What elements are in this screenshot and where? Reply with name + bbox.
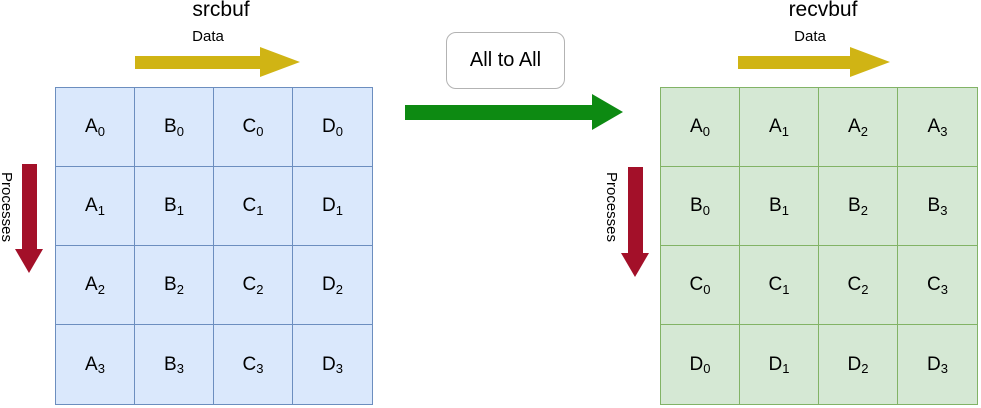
srcbuf-title: srcbuf — [192, 0, 250, 21]
srcbuf-data-arrow-icon — [135, 47, 300, 77]
arrow-head — [850, 47, 890, 77]
srcbuf-processes-label: Processes — [0, 172, 15, 243]
arrow-head — [260, 47, 300, 77]
all-to-all-box: All to All — [446, 32, 565, 89]
arrow-shaft — [738, 55, 850, 69]
arrow-head — [621, 253, 649, 277]
recvbuf-processes-arrow-icon — [621, 167, 649, 277]
recvbuf-data-arrow-icon — [738, 47, 890, 77]
arrow-shaft — [405, 104, 592, 120]
arrow-head — [15, 249, 43, 273]
all-to-all-arrow-icon — [405, 94, 623, 130]
recvbuf-processes-label: Processes — [603, 172, 620, 243]
arrow-shaft — [135, 55, 260, 69]
srcbuf-processes-arrow-icon — [15, 164, 43, 273]
arrow-shaft — [21, 164, 37, 249]
recvbuf-title: recvbuf — [788, 0, 858, 21]
srcbuf-data-label: Data — [192, 28, 224, 45]
arrow-shaft — [627, 167, 643, 253]
arrow-head — [592, 94, 623, 130]
recvbuf-data-label: Data — [794, 28, 826, 45]
